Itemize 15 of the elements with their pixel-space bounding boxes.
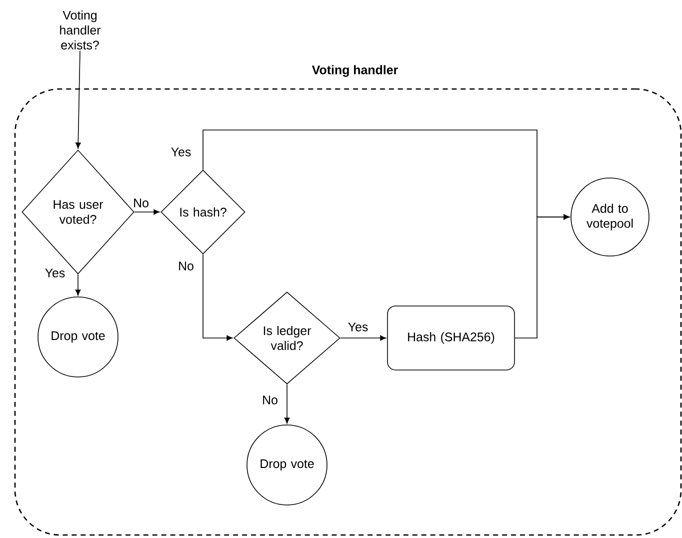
arrow: [340, 335, 386, 341]
edge-label: No: [177, 260, 195, 272]
edge-label: Yes: [170, 146, 192, 158]
node-label: Voting handler: [312, 65, 398, 77]
arrow: [75, 274, 81, 296]
arrow: [76, 50, 81, 149]
edge-label: No: [261, 394, 279, 406]
question-text: Voting handler exists?: [60, 10, 101, 50]
arrow: [202, 254, 233, 341]
arrow: [284, 384, 290, 424]
arrow: [134, 209, 160, 215]
edge-label: No: [132, 198, 150, 208]
arrow: [514, 214, 570, 338]
process-box: Hash (SHA256): [387, 306, 515, 370]
edge-label: Yes: [346, 322, 370, 332]
